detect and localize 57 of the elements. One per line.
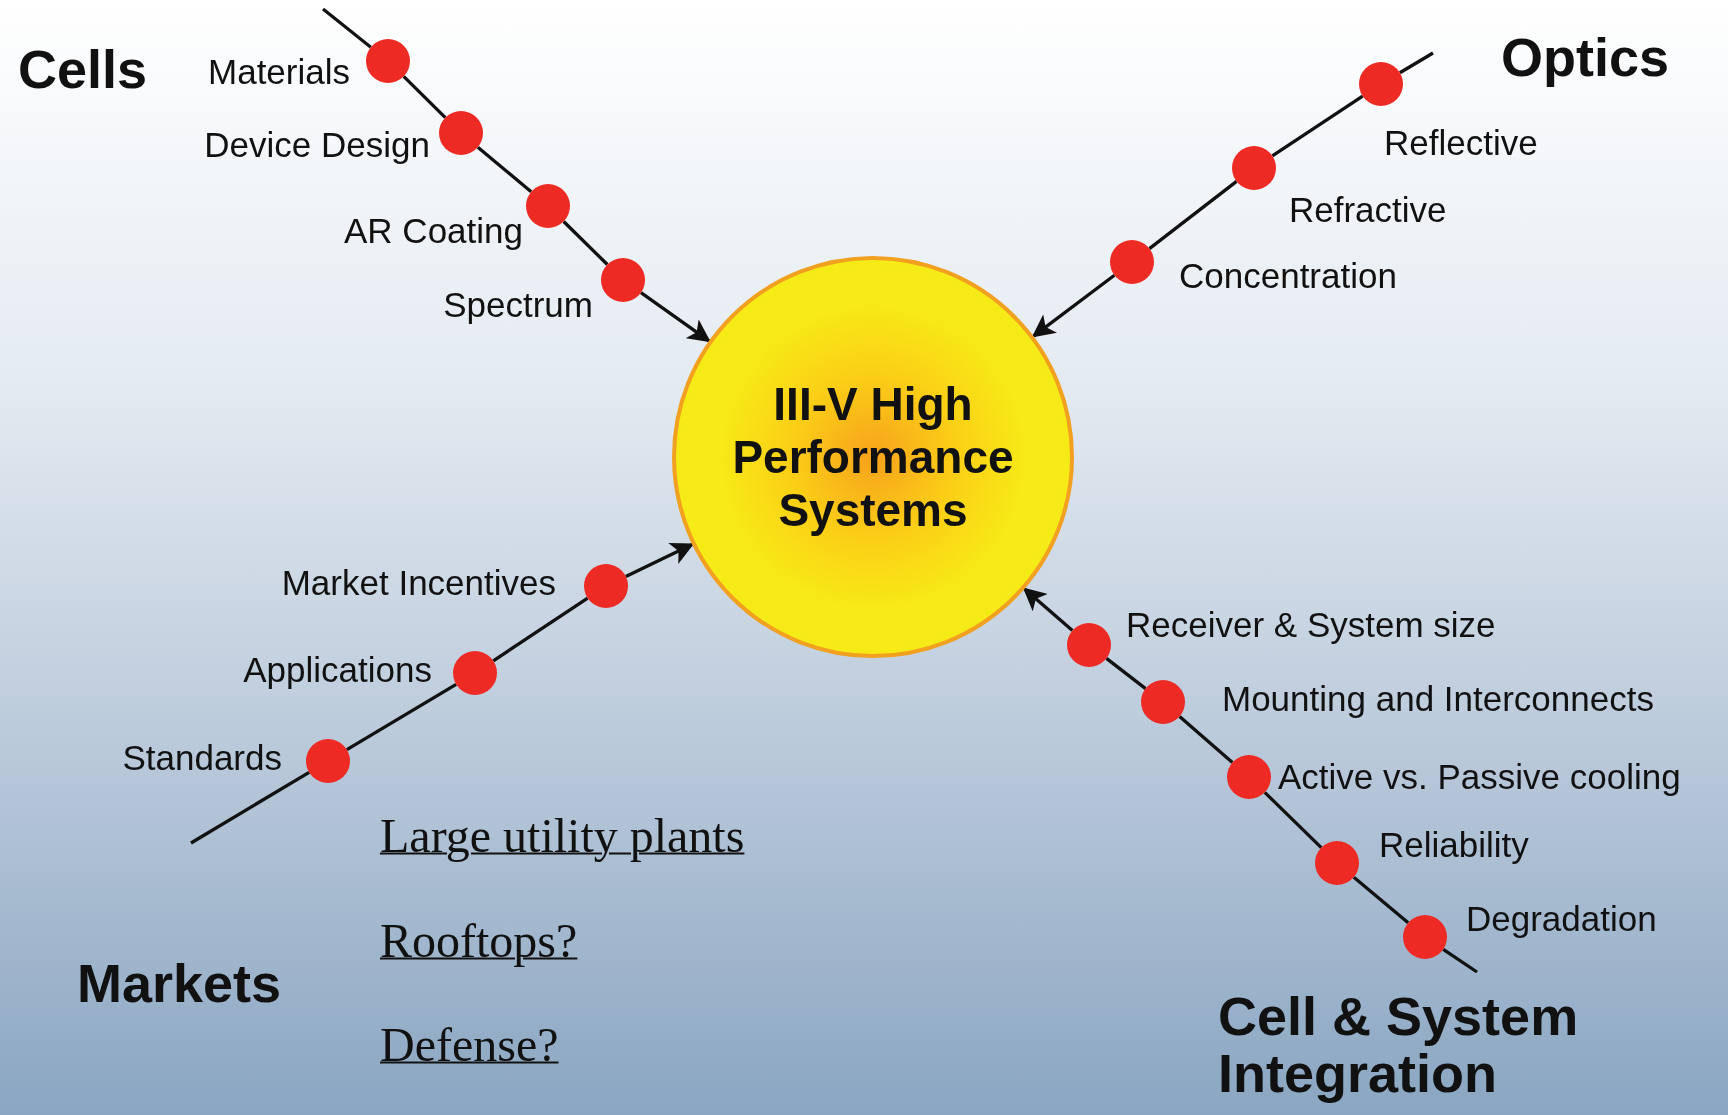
- section-heading: Cells: [18, 38, 148, 100]
- connector-line: [1263, 791, 1323, 849]
- topic-label: Degradation: [1466, 899, 1657, 939]
- market-item: Defense?: [380, 1016, 559, 1072]
- section-heading: Markets: [77, 952, 282, 1014]
- connector-line: [190, 770, 310, 845]
- topic-label: Receiver & System size: [1126, 605, 1496, 645]
- section-heading: Cell & System Integration: [1218, 988, 1580, 1102]
- topic-label: Device Design: [204, 125, 430, 165]
- arrow: [625, 542, 695, 578]
- connector-line: [402, 75, 447, 119]
- connector-line: [1399, 51, 1434, 75]
- connector-line: [1105, 657, 1147, 690]
- topic-label: Reliability: [1379, 825, 1529, 865]
- dot: [1403, 915, 1447, 959]
- connector-line: [1148, 180, 1238, 250]
- topic-label: Standards: [122, 738, 282, 778]
- topic-label: Applications: [243, 650, 432, 690]
- dot: [1359, 62, 1403, 106]
- node-title: III-V High Performance Systems: [731, 377, 1015, 537]
- connector-line: [1352, 875, 1410, 925]
- dot: [526, 184, 570, 228]
- arrow: [640, 291, 711, 343]
- dot: [1315, 841, 1359, 885]
- market-item: Large utility plants: [380, 807, 745, 863]
- topic-label: Mounting and Interconnects: [1222, 679, 1654, 719]
- connector-line: [562, 220, 609, 266]
- topic-label: Concentration: [1179, 256, 1397, 296]
- connector-line: [1271, 94, 1364, 158]
- topic-label: Materials: [208, 52, 350, 92]
- topic-label: Refractive: [1289, 190, 1447, 230]
- dot: [584, 564, 628, 608]
- connector-line: [346, 682, 457, 752]
- dot: [1232, 146, 1276, 190]
- topic-label: Market Incentives: [281, 563, 556, 603]
- dot: [453, 651, 497, 695]
- dot: [366, 39, 410, 83]
- dot: [601, 258, 645, 302]
- topic-label: Reflective: [1384, 123, 1538, 163]
- dot: [306, 739, 350, 783]
- dot: [1067, 623, 1111, 667]
- market-item: Rooftops?: [380, 912, 578, 968]
- dot: [439, 111, 483, 155]
- topic-label: Active vs. Passive cooling: [1278, 757, 1681, 797]
- connector-line: [476, 145, 533, 194]
- dot: [1227, 755, 1271, 799]
- connector-line: [321, 7, 372, 49]
- dot: [1110, 240, 1154, 284]
- arrow: [1031, 273, 1116, 338]
- topic-label: AR Coating: [344, 211, 523, 251]
- dot: [1141, 680, 1185, 724]
- connector-line: [492, 596, 589, 663]
- topic-label: Spectrum: [443, 285, 593, 325]
- section-heading: Optics: [1501, 26, 1670, 88]
- connector-line: [1178, 715, 1234, 764]
- arrow: [1022, 587, 1074, 632]
- connector-line: [1442, 947, 1478, 974]
